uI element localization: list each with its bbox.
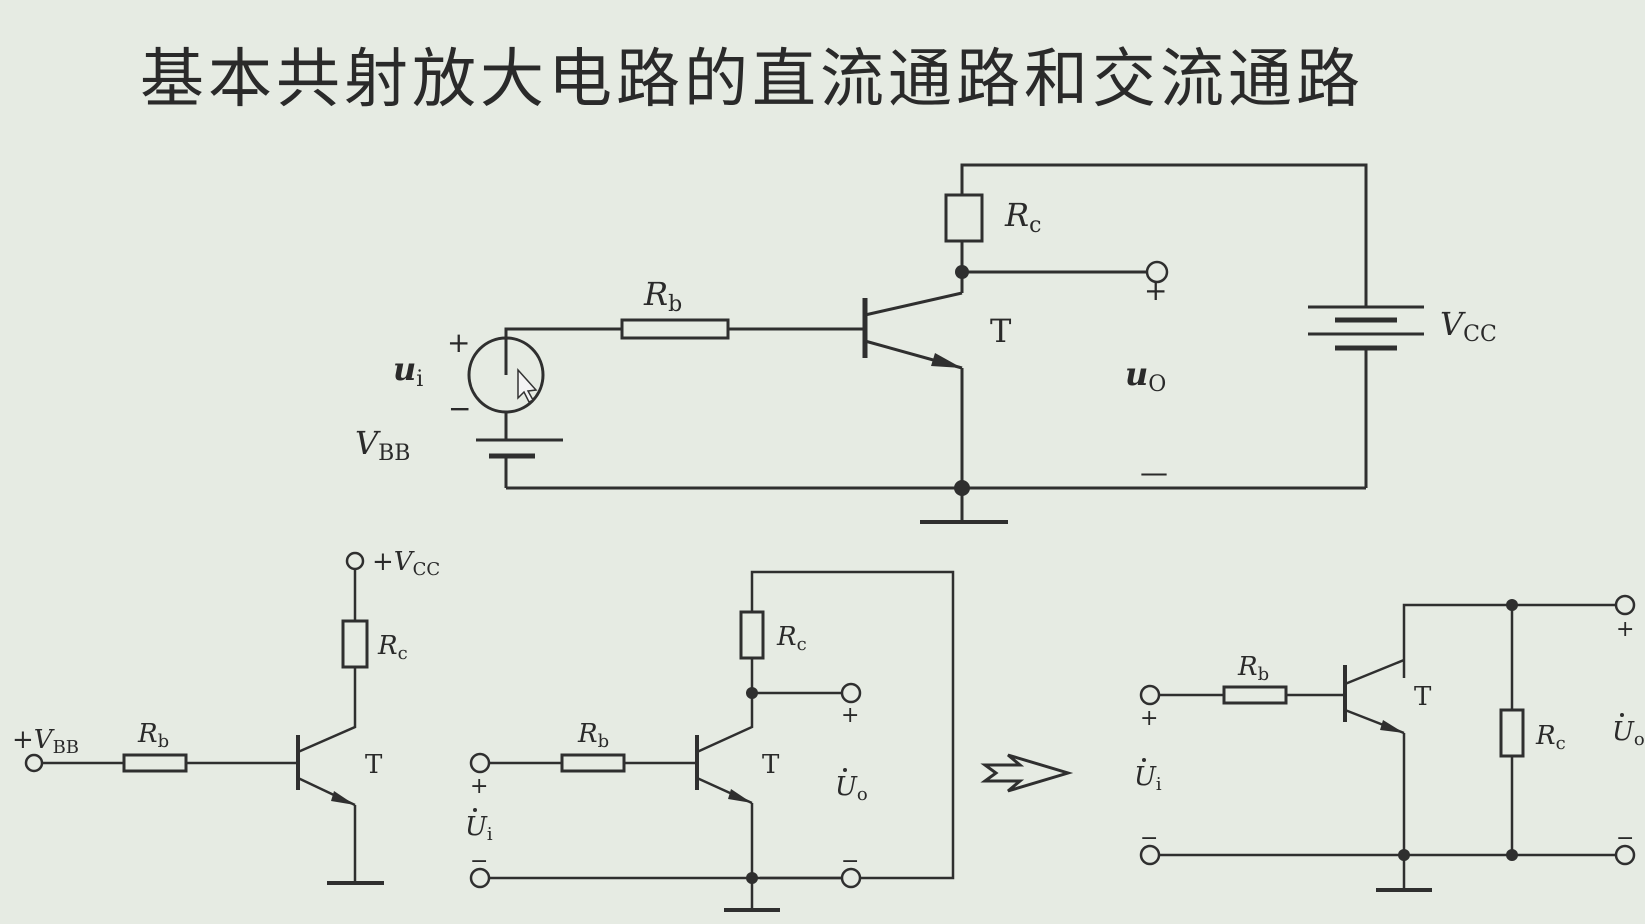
input-minus: − [448, 392, 471, 425]
base-resistor [620, 318, 730, 340]
eq-output-minus: − [1616, 826, 1634, 851]
eq-output-terminal-bottom [1614, 844, 1636, 866]
eq-uo-label: Uo [1612, 717, 1645, 750]
eq-base-resistor [1222, 685, 1288, 705]
uo-label: uO [1125, 355, 1166, 397]
main-circuit: Rc Rb T VCC ui VBB uO + − + — [355, 163, 1497, 524]
eq-input-minus: − [1140, 826, 1158, 851]
emitter-arrow [931, 353, 962, 368]
eq-input-plus: + [1140, 706, 1158, 731]
vbb-label: VBB [355, 424, 410, 466]
ac-output-minus: − [841, 849, 859, 874]
ac-input-terminal-top [469, 752, 491, 774]
ac-output-terminal-bottom [840, 867, 862, 889]
dc-path-circuit: +VCC +VBB Rc Rb T [12, 547, 440, 885]
dc-transistor-label: T [365, 750, 383, 780]
rb-label: Rb [643, 275, 682, 317]
eq-ui-label: Ui [1134, 762, 1162, 795]
ac-input-minus: − [470, 849, 488, 874]
eq-rb-label: Rb [1237, 652, 1269, 685]
ac-uo-label: Uo [835, 772, 868, 805]
rc-label: Rc [1004, 196, 1041, 238]
vbb-terminal [24, 753, 44, 773]
ac-equivalent-circuit: Rb T Rc Ui Uo + − + − [1134, 594, 1645, 892]
eq-rc-label: Rc [1535, 721, 1566, 754]
eq-transistor-label: T [1414, 682, 1432, 712]
ac-transistor-label: T [762, 750, 780, 780]
ac-input-plus: + [470, 774, 488, 799]
ac-base-resistor [560, 753, 626, 773]
ac-output-terminal-top [840, 682, 862, 704]
dc-rb-label: Rb [137, 719, 169, 752]
vcc-label: VCC [1440, 305, 1497, 347]
collector-resistor [944, 193, 984, 243]
wire [960, 163, 1368, 305]
eq-input-terminal-top [1139, 684, 1161, 706]
input-plus: + [447, 326, 470, 359]
ac-ui-label: Ui [465, 812, 493, 845]
output-plus: + [1144, 274, 1167, 307]
eq-output-plus: + [1616, 617, 1634, 642]
ui-label: ui [393, 350, 423, 392]
eq-collector-resistor [1499, 708, 1525, 758]
dc-vcc-label: +VCC [372, 547, 440, 580]
output-minus: — [1140, 456, 1168, 489]
eq-output-terminal-top [1614, 594, 1636, 616]
dc-rc-label: Rc [377, 631, 408, 664]
cursor-icon [517, 368, 538, 404]
ac-rb-label: Rb [577, 719, 609, 752]
equivalence-arrow-icon [980, 753, 1074, 793]
dc-base-resistor [122, 753, 188, 773]
ac-rc-label: Rc [776, 622, 807, 655]
output-terminal [1145, 260, 1169, 284]
ac-output-plus: + [841, 703, 859, 728]
vcc-terminal [345, 551, 365, 571]
dc-collector-resistor [341, 619, 369, 669]
transistor-label: T [990, 312, 1012, 350]
ac-input-terminal-bottom [469, 867, 491, 889]
junction-dot [955, 265, 969, 279]
dc-vbb-label: +VBB [12, 725, 79, 758]
ac-path-circuit: Rc Rb T Ui Uo + − + − [465, 570, 955, 912]
slide-title: 基本共射放大电路的直流通路和交流通路 [140, 43, 1364, 117]
ac-collector-resistor [739, 610, 765, 660]
